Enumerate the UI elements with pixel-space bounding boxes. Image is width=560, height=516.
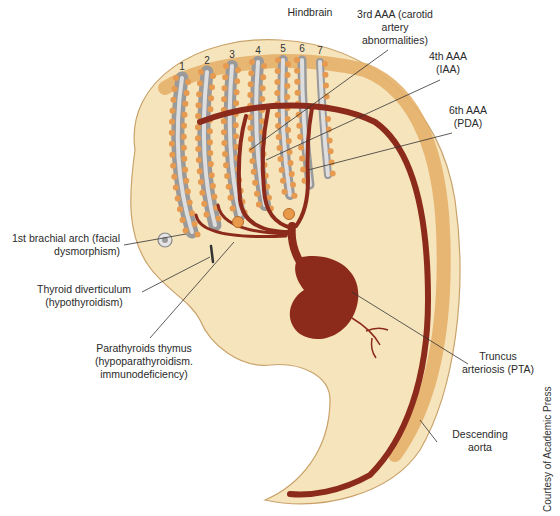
arch-number: 6 (296, 42, 308, 55)
arch-number: 1 (176, 60, 188, 73)
arch-number: 7 (314, 44, 326, 57)
callout-label: Truncus arteriosis (PTA) (458, 350, 538, 376)
callout-label: 3rd AAA (carotid artery abnormalities) (355, 8, 435, 47)
arch-number: 4 (252, 44, 264, 57)
callout-label: Descending aorta (440, 428, 520, 454)
arch-number: 2 (201, 54, 213, 67)
callout-label: Parathyroids thymus (hypoparathyroidism.… (86, 342, 202, 381)
credit-note: Courtesy of Academic Press (541, 386, 554, 512)
callout-label: 1st brachial arch (facial dysmorphism) (12, 232, 120, 258)
callout-label: 6th AAA (PDA) (440, 104, 496, 130)
structure-label: Hindbrain (280, 6, 340, 19)
arch-number: 3 (226, 48, 238, 61)
callout-label: 4th AAA (IAA) (420, 50, 476, 76)
arch-number: 5 (277, 42, 289, 55)
callout-label: Thyroid diverticulum (hypothyroidism) (30, 283, 138, 309)
